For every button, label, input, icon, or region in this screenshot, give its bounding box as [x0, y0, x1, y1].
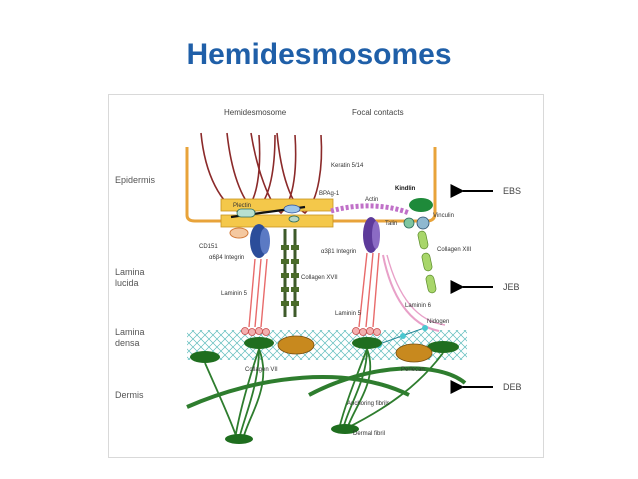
label-ebs: EBS: [503, 186, 521, 196]
integrin-a3b1-beta: [372, 221, 380, 249]
hemidesmosome-diagram: Hemidesmosome Focal contacts Epidermis L…: [108, 94, 544, 458]
talin-shape: [403, 217, 415, 229]
label-a3b1: α3β1 Integrin: [321, 249, 356, 255]
vinculin-shape: [416, 216, 430, 230]
laminin6-strand-2: [386, 254, 446, 326]
layer-lamina-lucida-2: lucida: [115, 278, 139, 288]
label-deb: DEB: [503, 382, 522, 392]
header-focal-contacts: Focal contacts: [352, 108, 404, 117]
label-collagen17: Collagen XVII: [301, 275, 338, 281]
label-perlecan: Perlecan: [401, 367, 425, 373]
header-hemidesmosome: Hemidesmosome: [224, 108, 287, 117]
dermal-node-right: [331, 424, 359, 434]
plectin-box: [236, 208, 256, 218]
cd151-shape: [229, 227, 249, 239]
plaque-dot: [288, 215, 300, 223]
plaque-inner: [220, 214, 334, 228]
label-collagen7: Collagen VII: [245, 367, 278, 373]
label-talin: Talin: [385, 221, 397, 227]
lamina-densa-nodes: [190, 337, 459, 363]
label-bpag1: BPAg-1: [319, 191, 340, 197]
label-a6b4: α6β4 Integrin: [209, 255, 244, 261]
laminin5-left-strands: [248, 258, 268, 328]
label-laminin5-right: Laminin 5: [335, 311, 362, 317]
perlecan-right: [395, 343, 433, 363]
laminin5-right-beads: [352, 327, 381, 336]
label-laminin6: Laminin 6: [405, 303, 432, 309]
label-vinculin: Vinculin: [433, 213, 454, 219]
bpag1-shape: [283, 204, 301, 214]
label-jeb: JEB: [503, 282, 520, 292]
label-laminin5-left: Laminin 5: [221, 291, 248, 297]
label-keratin: Keratin 5/14: [331, 163, 364, 169]
kindlin-shape: [409, 198, 433, 212]
dermal-node-left: [225, 434, 253, 444]
layer-epidermis: Epidermis: [115, 175, 156, 185]
perlecan-left: [277, 335, 315, 355]
laminin5-left-beads: [241, 327, 270, 336]
collagen13-chain: [417, 230, 437, 294]
diagram-svg: Hemidesmosome Focal contacts Epidermis L…: [115, 108, 522, 444]
slide-title: Hemidesmosomes: [186, 38, 452, 71]
label-kindlin: Kindlin: [395, 186, 416, 192]
layer-dermis: Dermis: [115, 390, 144, 400]
layer-lamina-lucida-1: Lamina: [115, 267, 145, 277]
laminin5-right-strands: [358, 252, 380, 328]
layer-lamina-densa-1: Lamina: [115, 327, 145, 337]
dermal-fiber-1: [186, 375, 410, 409]
label-anchoring: Anchoring fibrils: [347, 401, 390, 407]
laminin6-strand: [382, 254, 440, 332]
label-actin: Actin: [365, 197, 378, 203]
integrin-a6b4-beta: [260, 228, 270, 254]
collagen17-beads: [281, 245, 299, 306]
label-cd151: CD151: [199, 244, 218, 250]
label-plectin: Plectin: [233, 203, 251, 209]
dermal-fiber-2: [308, 366, 467, 397]
label-nidogen: Nidogen: [427, 319, 449, 325]
label-dermal: Dermal fibril: [353, 431, 385, 437]
layer-lamina-densa-2: densa: [115, 338, 140, 348]
label-collagen13: Collagen XIII: [437, 247, 472, 253]
actin-fiber: [330, 203, 410, 216]
